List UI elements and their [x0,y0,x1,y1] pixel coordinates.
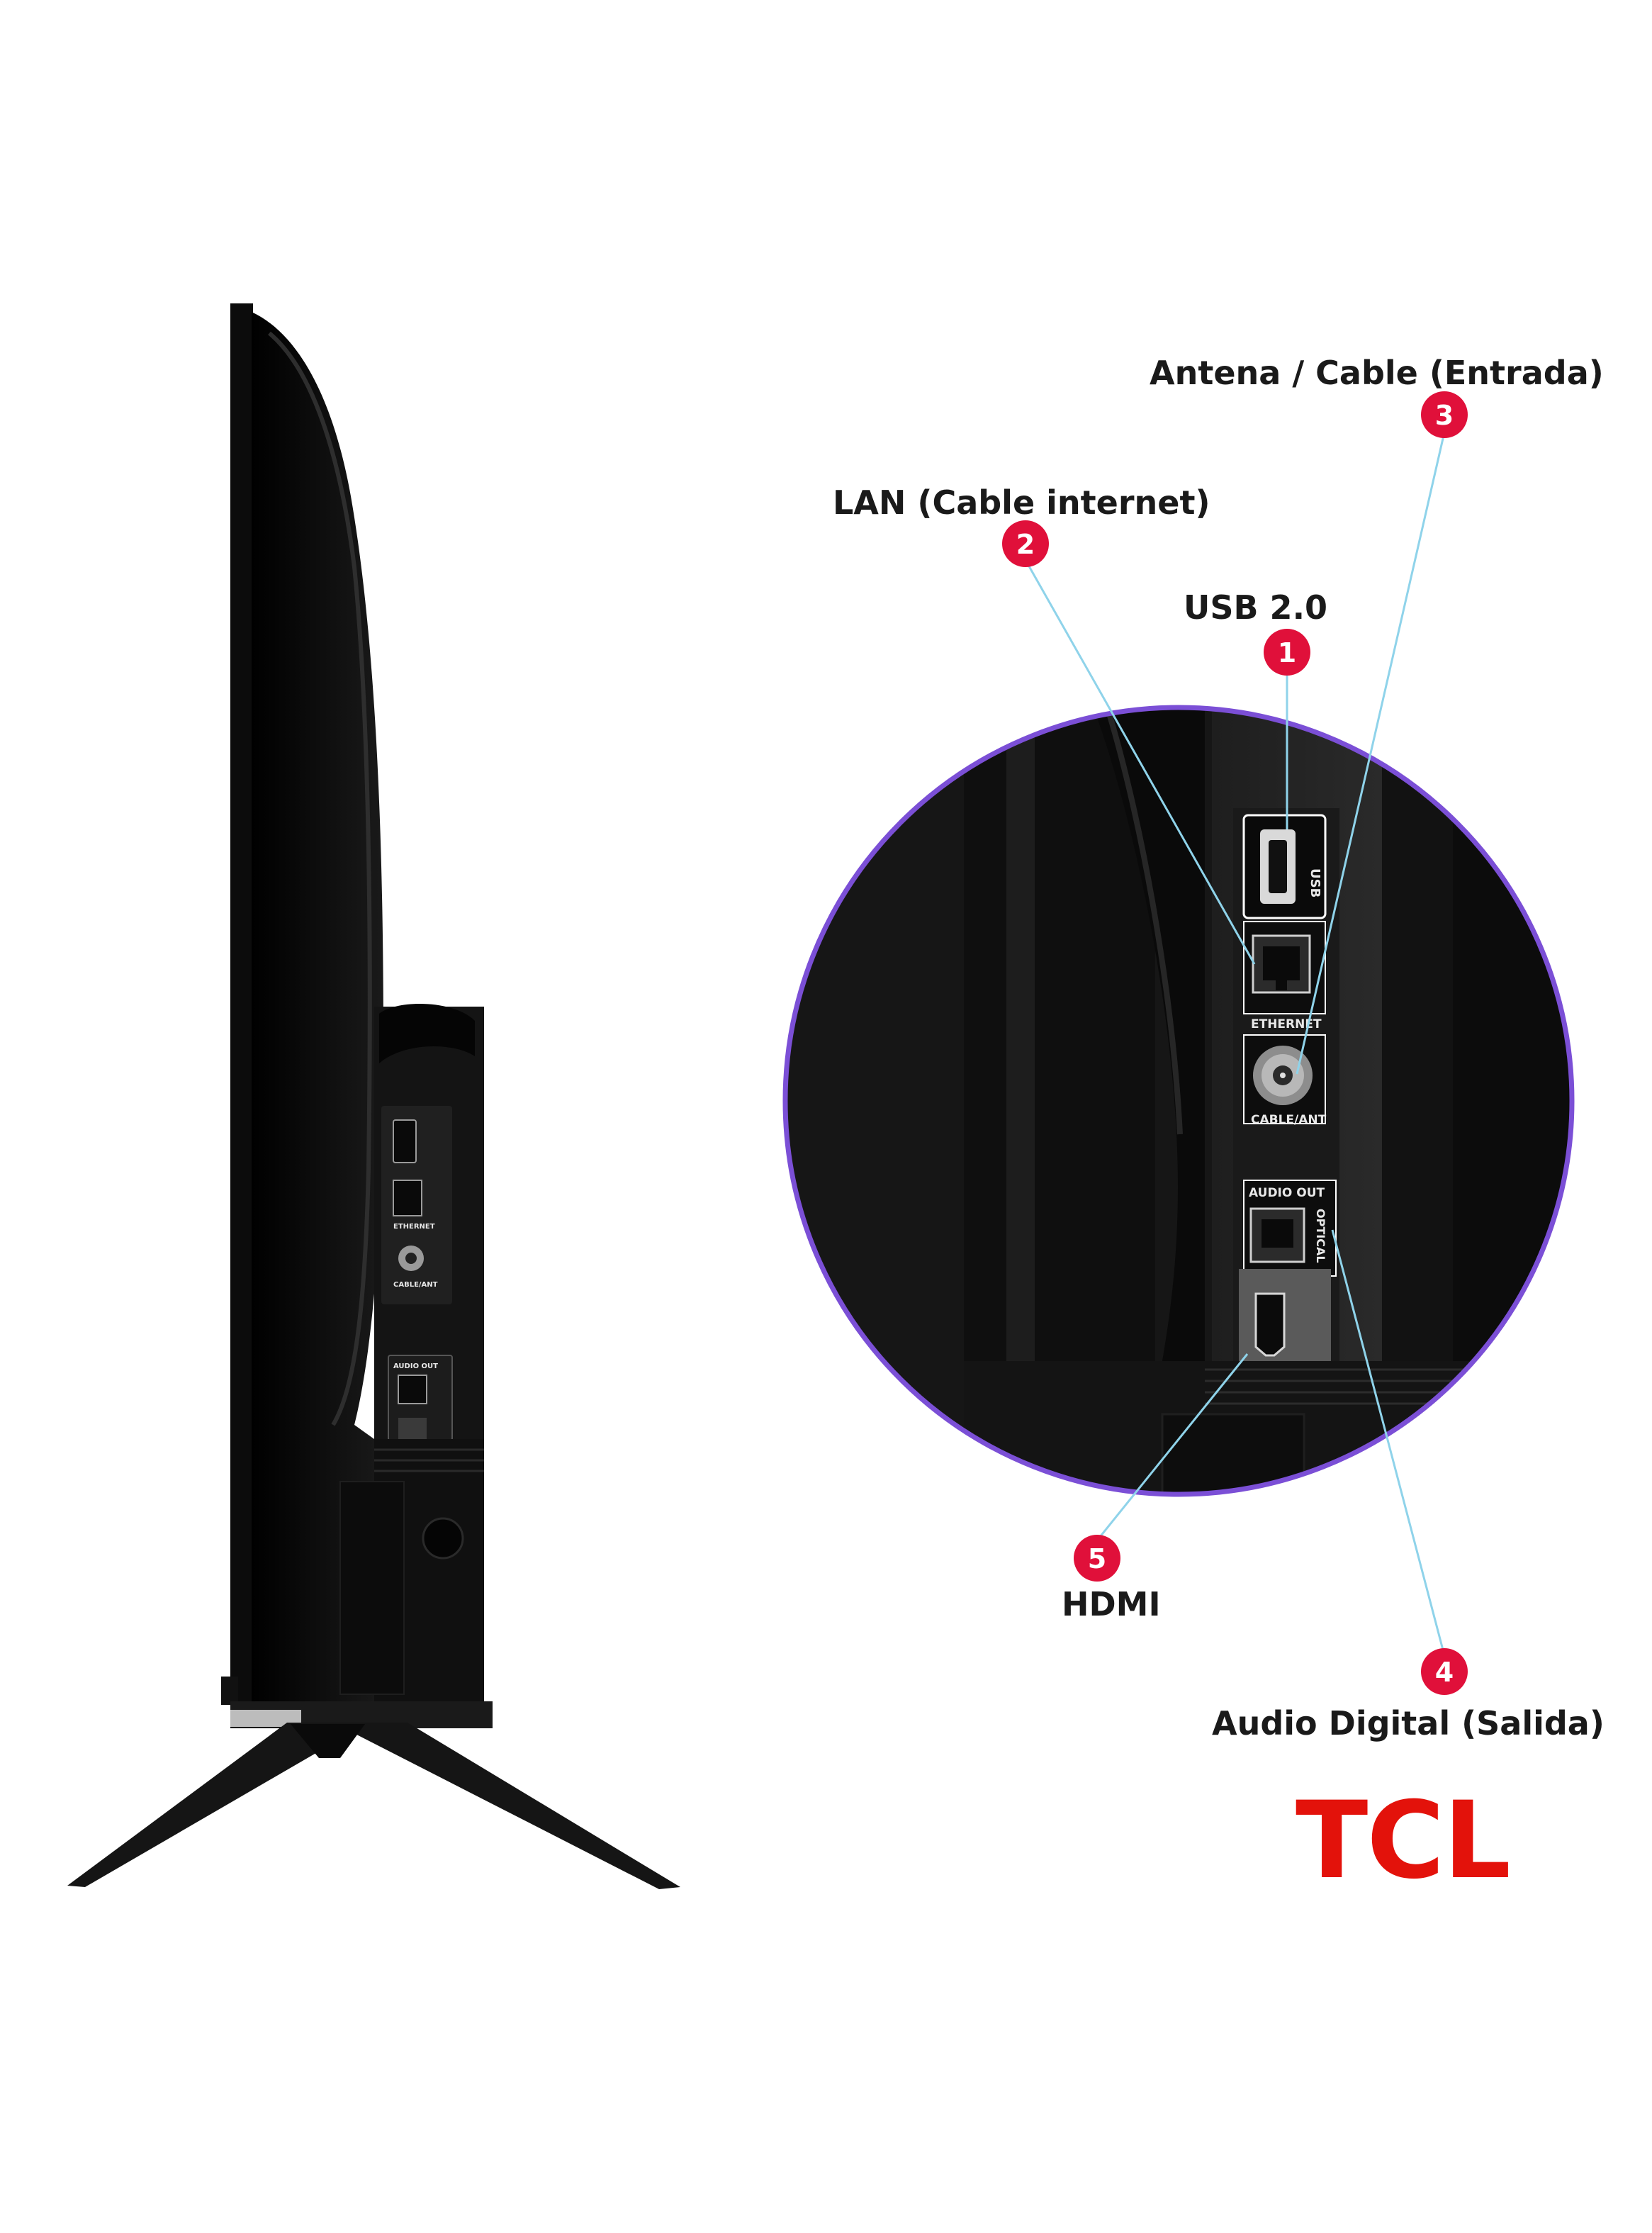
badge-4: 4 [1421,1648,1468,1695]
svg-text:1: 1 [1278,637,1296,668]
badge-1: 1 [1264,629,1310,676]
svg-text:4: 4 [1435,1657,1454,1688]
badge-3: 3 [1421,391,1468,438]
tv-bezel [230,303,253,1714]
tv-stand [67,1723,680,1889]
mini-audio-label: AUDIO OUT [393,1362,438,1370]
svg-text:3: 3 [1435,400,1454,431]
badge-5: 5 [1074,1535,1120,1582]
badge-2: 2 [1002,520,1049,567]
leader-line-lan [1024,559,1256,965]
cable-ant-port: CABLE/ANT [1243,1034,1327,1127]
ethernet-port-label: ETHERNET [1251,1017,1322,1031]
zoom-detail: USB ETHERNET CABLE/ANT [782,705,1575,1497]
usb-port-label: USB [1308,868,1322,897]
audio-out-panel: AUDIO OUT OPTICAL [1243,1180,1337,1277]
optical-label: OPTICAL [1314,1209,1327,1263]
callout-label-antenna: Antena / Cable (Entrada) [1150,354,1604,392]
ethernet-port: ETHERNET [1243,921,1326,1031]
tv-side-view: ETHERNET CABLE/ANT AUDIO OUT [67,303,680,1889]
callout-label-hdmi: HDMI [1062,1585,1161,1623]
zoom-ring [782,705,1575,1497]
leader-line-hdmi [1096,1353,1249,1541]
mini-ethernet-label: ETHERNET [393,1223,435,1231]
svg-text:2: 2 [1016,529,1035,560]
usb-port: USB [1242,814,1327,919]
callout-label-audio: Audio Digital (Salida) [1212,1704,1605,1742]
mini-cable-label: CABLE/ANT [393,1281,438,1289]
leader-line-audio [1331,1229,1446,1656]
svg-text:5: 5 [1088,1543,1106,1574]
leader-line-antenna [1296,432,1446,1075]
callout-label-lan: LAN (Cable internet) [833,483,1210,522]
callout-label-usb: USB 2.0 [1184,588,1328,627]
hdmi-port [1239,1269,1331,1365]
callout-badges: 1 2 3 4 5 [1002,391,1468,1695]
audio-out-label: AUDIO OUT [1249,1186,1325,1200]
cable-ant-port-label: CABLE/ANT [1251,1113,1327,1127]
leader-lines [1024,432,1446,1656]
brand-logo: TCL [1296,1779,1511,1903]
